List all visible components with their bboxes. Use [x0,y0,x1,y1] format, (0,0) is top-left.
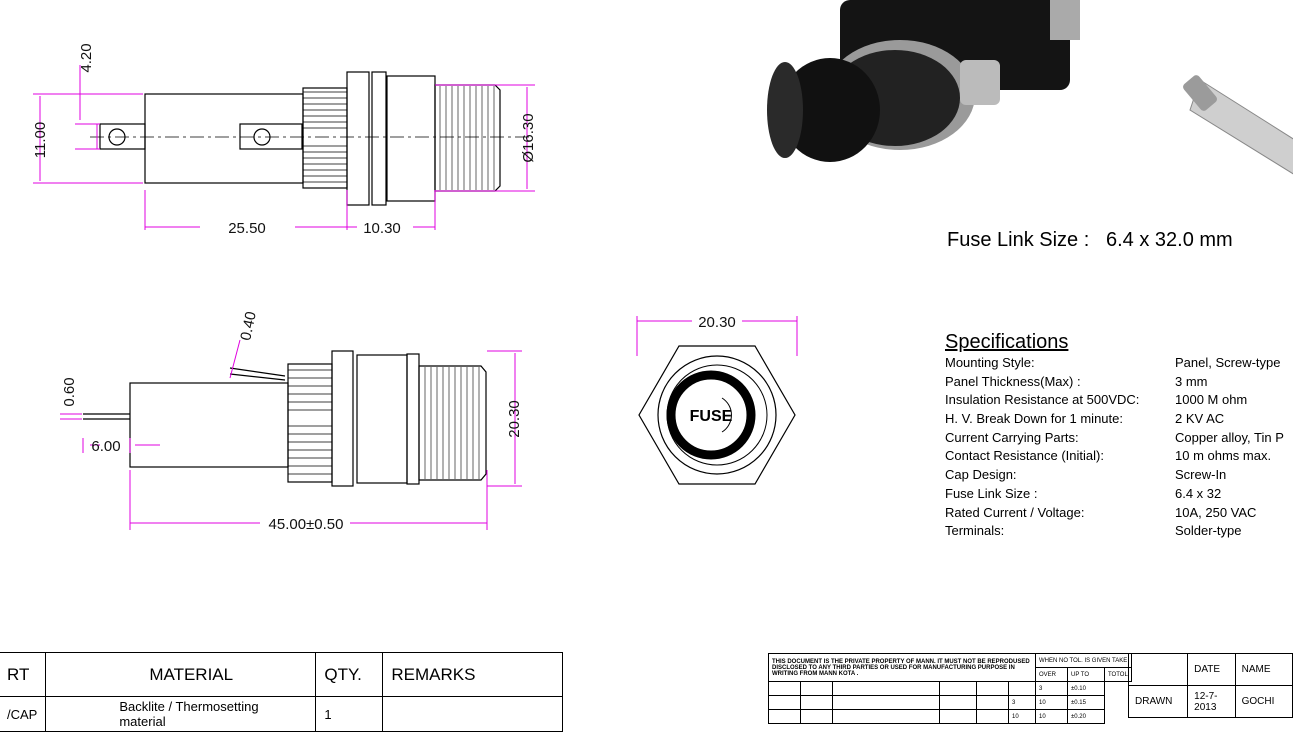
dim-side-height: 20.30 [506,400,523,438]
spec-key: Fuse Link Size : [945,485,1038,501]
top-view-dimensions [33,65,535,230]
header-qty: QTY. [315,652,384,697]
drawn-name: GOCHI [1234,685,1293,718]
spec-row: Current Carrying Parts: Copper alloy, Tin… [945,429,1284,449]
dim-height: 11.00 [32,122,49,158]
side-view [83,350,487,487]
dim-terminal-width: 4.20 [78,43,95,72]
spec-key: Contact Resistance (Initial): [945,448,1104,464]
cell-material: Backlite / Thermosetting material [45,696,317,732]
dim-diameter: Ø16.30 [520,113,537,162]
dim-terminal-length: 6.00 [91,438,120,455]
spec-value: Solder-type [1175,523,1242,539]
spec-value: 10 m ohms max. [1175,448,1272,464]
date-label: DATE [1187,653,1236,686]
title-block-tolerance: THIS DOCUMENT IS THE PRIVATE PROPERTY OF… [768,653,1132,724]
spec-row: H. V. Break Down for 1 minute: 2 KV AC [945,411,1224,430]
fuse-link-label: Fuse Link Size : [947,229,1090,251]
spec-row: Rated Current / Voltage: 10A, 250 VAC [945,504,1256,524]
front-view [636,316,798,485]
name-label: NAME [1234,653,1293,686]
header-remarks: REMARKS [382,652,564,697]
spec-row: Fuse Link Size : 6.4 x 32 [945,485,1221,505]
spec-value: 1000 M ohm [1175,392,1248,408]
tolerance-title: WHEN NO TOL. IS GIVEN TAKE [1035,653,1132,668]
spec-value: Panel, Screw-type [1175,355,1281,370]
tol-cell: 10 [1035,709,1068,724]
spec-key: Current Carrying Parts: [945,429,1079,445]
tol-cell: ±0.15 [1067,695,1105,710]
cap-label: FUSE [690,408,733,425]
cell-qty: 1 [315,696,384,732]
header-material: MATERIAL [45,652,317,697]
spec-value: Copper alloy, Tin P [1175,429,1284,445]
spec-row: Panel Thickness(Max) : 3 mm [945,373,1208,393]
tol-cell: 3 [1008,695,1036,710]
tol-cell: 10 [1008,709,1036,724]
spec-row: Insulation Resistance at 500VDC: 1000 M o… [945,392,1247,411]
drawn-label: DRAWN [1127,685,1189,718]
side-view-dimensions [60,339,522,530]
dim-length-a: 25.50 [228,220,266,237]
tol-cell: ±0.10 [1067,681,1105,696]
dim-terminal-thickness: 0.60 [61,377,78,406]
dim-length-b: 10.30 [363,220,401,237]
fuse-link-size: Fuse Link Size : 6.4 x 32.0 mm [947,229,1233,252]
spec-row: Mounting Style: Panel, Screw-type [945,355,1281,374]
cell-part: /CAP [0,696,47,732]
spec-value: Screw-In [1175,467,1227,483]
tol-header-over: OVER [1035,667,1068,682]
specifications: Specifications Mounting Style: Panel, Scr… [945,331,1284,542]
spec-value: 3 mm [1175,373,1208,389]
tol-cell [1008,681,1036,696]
spec-key: Rated Current / Voltage: [945,504,1085,520]
tol-header-upto: UP TO [1067,667,1105,682]
top-view [90,71,530,206]
drawn-date: 12-7-2013 [1187,685,1236,718]
product-photo [767,0,1293,175]
dim-front-width: 20.30 [698,314,736,331]
ownership-notice: THIS DOCUMENT IS THE PRIVATE PROPERTY OF… [768,653,1036,682]
spec-key: Cap Design: [945,467,1017,483]
spec-value: 10A, 250 VAC [1175,504,1257,520]
header-part: RT [0,652,47,697]
spec-value: 2 KV AC [1175,411,1225,427]
tol-cell: 10 [1035,695,1068,710]
tol-cell: ±0.20 [1067,709,1105,724]
spec-value: 6.4 x 32 [1175,485,1222,501]
dim-total-length: 45.00±0.50 [269,516,344,533]
specifications-title: Specifications [945,331,1069,353]
parts-table: RT MATERIAL QTY. REMARKS /CAP Backlite /… [0,652,564,732]
tol-cell: 3 [1035,681,1068,696]
spec-key: Panel Thickness(Max) : [945,373,1081,389]
spec-key: Terminals: [945,523,1005,539]
spec-row: Terminals: Solder-type [945,523,1241,542]
spec-row: Cap Design: Screw-In [945,467,1226,486]
spec-row: Contact Resistance (Initial): 10 m ohms m… [945,448,1271,467]
cell-remarks [382,696,564,732]
dim-angle-gap: 0.40 [237,310,260,342]
spec-key: Mounting Style: [945,355,1035,370]
spec-key: H. V. Break Down for 1 minute: [945,411,1123,427]
spec-key: Insulation Resistance at 500VDC: [945,392,1140,408]
fuse-link-value: 6.4 x 32.0 mm [1105,229,1233,251]
